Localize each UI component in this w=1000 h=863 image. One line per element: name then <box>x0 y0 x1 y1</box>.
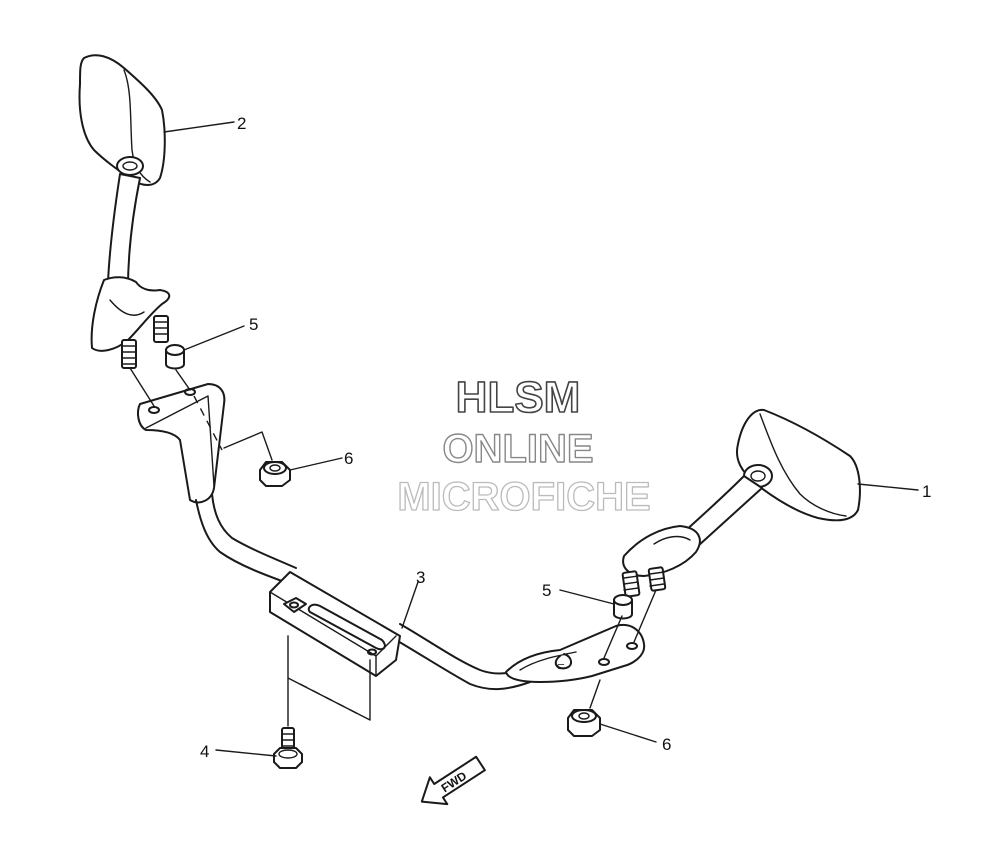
left-mirror-stud-2 <box>153 315 169 343</box>
right-mirror <box>621 408 861 598</box>
bracket-mark: ⊂ <box>556 661 565 673</box>
fwd-arrow-icon: FWD <box>420 755 486 806</box>
right-collar <box>613 594 633 620</box>
left-nut <box>259 461 291 487</box>
right-mirror-stud-1 <box>621 570 641 598</box>
watermark: HLSM ONLINE MICROFICHE <box>397 372 652 519</box>
callout-4: 4 <box>200 742 209 761</box>
assembly-lines <box>129 367 657 727</box>
callout-5-left: 5 <box>249 315 258 334</box>
callout-6-left: 6 <box>344 449 353 468</box>
left-mirror-stud-1 <box>121 339 137 369</box>
watermark-line-1: HLSM <box>456 373 581 422</box>
callout-6-right: 6 <box>662 735 671 754</box>
right-nut <box>567 709 601 737</box>
left-collar <box>165 344 185 370</box>
bolt <box>273 727 303 769</box>
watermark-line-2: ONLINE <box>442 427 593 471</box>
callout-2: 2 <box>237 114 246 133</box>
right-mirror-stud-2 <box>647 566 667 592</box>
callout-3: 3 <box>416 568 425 587</box>
leader-lines <box>163 121 919 757</box>
callout-1: 1 <box>922 482 931 501</box>
callouts: 1 2 3 4 5 5 6 6 <box>200 114 931 761</box>
watermark-line-3: MICROFICHE <box>397 475 650 519</box>
callout-5-right: 5 <box>542 581 551 600</box>
left-mirror <box>78 54 171 369</box>
